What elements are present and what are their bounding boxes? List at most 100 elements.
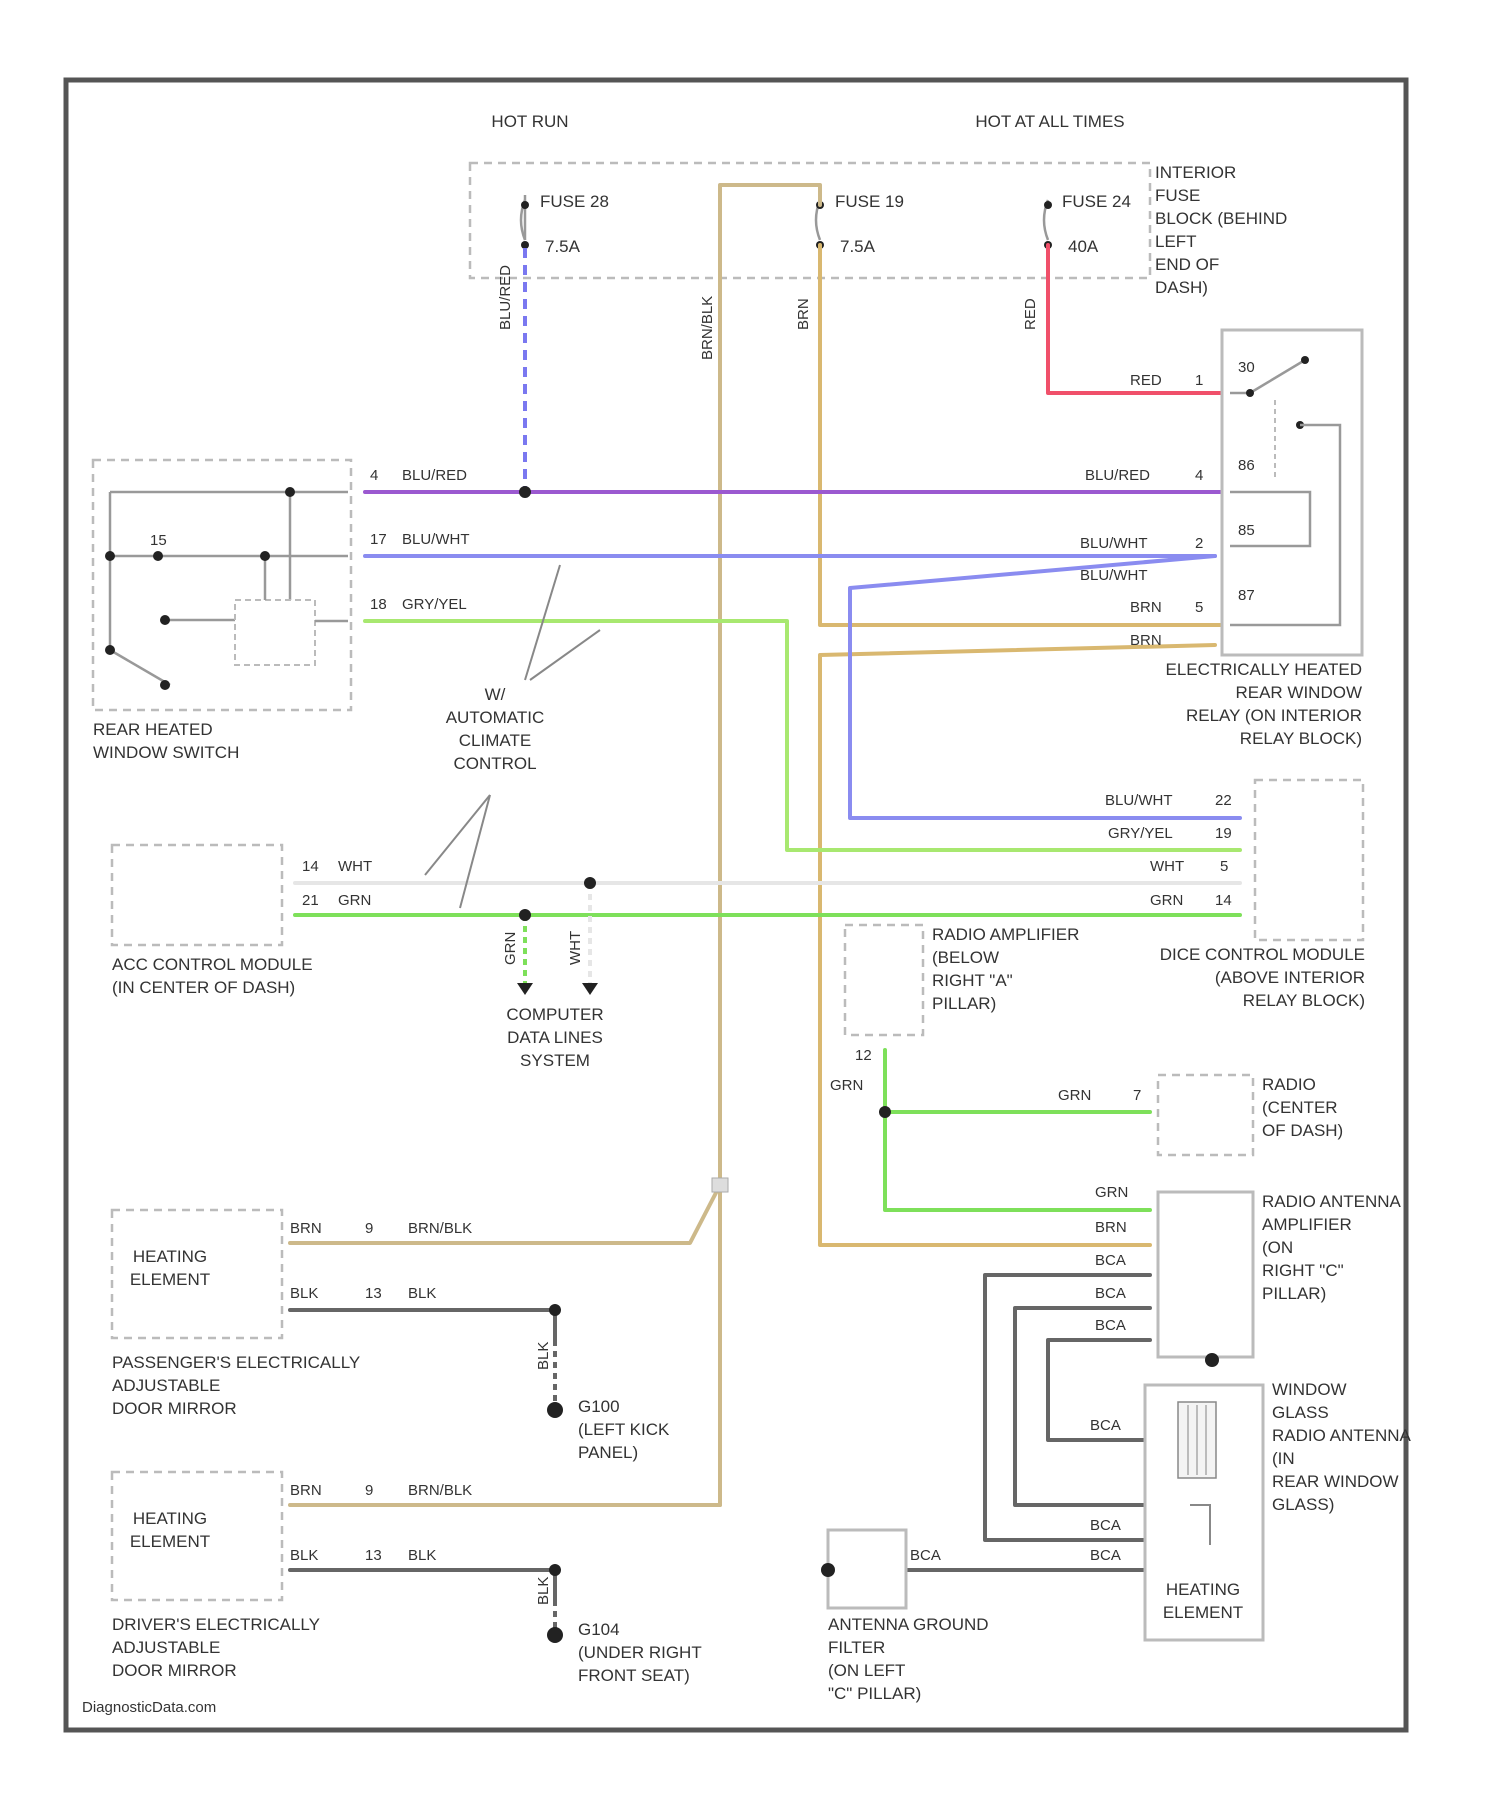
- driver-door-mirror: HEATING ELEMENT DRIVER'S ELECTRICALLY AD…: [112, 1472, 320, 1680]
- bca-label-filter: BCA: [910, 1547, 941, 1564]
- svg-text:RADIO ANTENNA: RADIO ANTENNA: [1272, 1426, 1412, 1445]
- svg-text:PASSENGER'S ELECTRICALLY: PASSENGER'S ELECTRICALLY: [112, 1353, 360, 1372]
- svg-text:RADIO AMPLIFIER: RADIO AMPLIFIER: [932, 925, 1079, 944]
- wire-drv-blk: [290, 1570, 555, 1600]
- svg-text:FUSE 19: FUSE 19: [835, 192, 904, 211]
- hot-at-all-times-label: HOT AT ALL TIMES: [975, 112, 1124, 131]
- window-glass-antenna: WINDOW GLASS RADIO ANTENNA (IN REAR WIND…: [1145, 1380, 1412, 1640]
- acc-control-module: ACC CONTROL MODULE (IN CENTER OF DASH): [112, 845, 313, 997]
- brn-blk-feed-label: BRN/BLK: [699, 296, 716, 360]
- svg-text:WINDOW SWITCH: WINDOW SWITCH: [93, 743, 239, 762]
- svg-text:HEATING: HEATING: [1166, 1580, 1240, 1599]
- bca-label-4: BCA: [1090, 1417, 1121, 1434]
- svg-text:BLOCK (BEHIND: BLOCK (BEHIND: [1155, 209, 1287, 228]
- ground-g100: G100 (LEFT KICK PANEL): [578, 1397, 670, 1462]
- dice-pin-14: 14: [1215, 892, 1232, 909]
- pass-pin-13: 13: [365, 1285, 382, 1302]
- switch-gry-yel-label: GRY/YEL: [402, 596, 467, 613]
- svg-text:INTERIOR: INTERIOR: [1155, 163, 1236, 182]
- bca-label-3: BCA: [1095, 1317, 1126, 1334]
- switch-blu-wht-label: BLU/WHT: [402, 531, 470, 548]
- svg-text:CLIMATE: CLIMATE: [459, 731, 531, 750]
- relay-brn-label-2: BRN: [1130, 632, 1162, 649]
- svg-text:GLASS: GLASS: [1272, 1403, 1329, 1422]
- svg-text:DICE CONTROL MODULE: DICE CONTROL MODULE: [1160, 945, 1365, 964]
- svg-text:30: 30: [1238, 359, 1255, 376]
- switch-pin-18: 18: [370, 596, 387, 613]
- tap-grn-label: GRN: [502, 932, 519, 965]
- pass-brn-label: BRN: [290, 1220, 322, 1237]
- svg-text:ADJUSTABLE: ADJUSTABLE: [112, 1376, 220, 1395]
- drv-brn-label: BRN: [290, 1482, 322, 1499]
- svg-text:HEATING: HEATING: [133, 1247, 207, 1266]
- svg-text:RELAY (ON INTERIOR: RELAY (ON INTERIOR: [1186, 706, 1362, 725]
- svg-text:FILTER: FILTER: [828, 1638, 885, 1657]
- relay-blu-wht-label-2: BLU/WHT: [1080, 567, 1148, 584]
- radio-pin-7: 7: [1133, 1087, 1141, 1104]
- relay-pin-1: 1: [1195, 372, 1203, 389]
- acc-wht-label: WHT: [338, 858, 372, 875]
- wire-brn-antenna-amp: [820, 645, 1215, 1245]
- svg-text:AUTOMATIC: AUTOMATIC: [446, 708, 545, 727]
- svg-text:DRIVER'S ELECTRICALLY: DRIVER'S ELECTRICALLY: [112, 1615, 320, 1634]
- relay-pin-2: 2: [1195, 535, 1203, 552]
- dice-grn-label: GRN: [1150, 892, 1183, 909]
- svg-text:ANTENNA GROUND: ANTENNA GROUND: [828, 1615, 989, 1634]
- svg-text:RIGHT "C": RIGHT "C": [1262, 1261, 1344, 1280]
- switch-pin-4: 4: [370, 467, 378, 484]
- hot-run-label: HOT RUN: [491, 112, 568, 131]
- svg-text:7.5A: 7.5A: [840, 237, 876, 256]
- fuse-19: FUSE 19 7.5A: [816, 192, 904, 256]
- relay-pin-4: 4: [1195, 467, 1203, 484]
- svg-text:G100: G100: [578, 1397, 620, 1416]
- g100-blk-label: BLK: [535, 1342, 552, 1370]
- antenna-ground-filter: ANTENNA GROUND FILTER (ON LEFT "C" PILLA…: [821, 1530, 989, 1703]
- svg-text:RIGHT "A": RIGHT "A": [932, 971, 1013, 990]
- wire-blu-wht-dice: [850, 556, 1240, 818]
- pass-blk-label: BLK: [290, 1285, 318, 1302]
- dice-wht-label: WHT: [1150, 858, 1184, 875]
- drv-blk-label-2: BLK: [408, 1547, 436, 1564]
- fuse-block-label: INTERIOR FUSE BLOCK (BEHIND LEFT END OF …: [1155, 163, 1287, 297]
- svg-text:FUSE: FUSE: [1155, 186, 1200, 205]
- svg-text:PILLAR): PILLAR): [932, 994, 996, 1013]
- svg-text:ADJUSTABLE: ADJUSTABLE: [112, 1638, 220, 1657]
- drv-pin-9: 9: [365, 1482, 373, 1499]
- pass-blk-label-2: BLK: [408, 1285, 436, 1302]
- amp-pin-12: 12: [855, 1047, 872, 1064]
- red-feed-label: RED: [1022, 298, 1039, 330]
- ground-g104: G104 (UNDER RIGHT FRONT SEAT): [578, 1620, 702, 1685]
- wire-brn-blk-main: [720, 185, 820, 1185]
- bca-label-6: BCA: [1090, 1547, 1121, 1564]
- svg-text:(IN CENTER OF DASH): (IN CENTER OF DASH): [112, 978, 295, 997]
- svg-text:FUSE 28: FUSE 28: [540, 192, 609, 211]
- svg-text:SYSTEM: SYSTEM: [520, 1051, 590, 1070]
- svg-text:ELECTRICALLY HEATED: ELECTRICALLY HEATED: [1165, 660, 1362, 679]
- svg-text:AMPLIFIER: AMPLIFIER: [1262, 1215, 1352, 1234]
- radio-antenna-amplifier: RADIO ANTENNA AMPLIFIER (ON RIGHT "C" PI…: [1158, 1192, 1402, 1357]
- wire-pass-blk: [290, 1310, 555, 1340]
- dice-pin-5: 5: [1220, 858, 1228, 875]
- radio: RADIO (CENTER OF DASH): [1158, 1075, 1343, 1155]
- drv-pin-13: 13: [365, 1547, 382, 1564]
- svg-text:(LEFT KICK: (LEFT KICK: [578, 1420, 670, 1439]
- svg-text:7.5A: 7.5A: [545, 237, 581, 256]
- svg-text:15: 15: [150, 532, 167, 549]
- rear-heated-window-switch: 15 REAR HEATED WINDOW SWITCH: [93, 460, 351, 762]
- fuse-28: FUSE 28 7.5A: [521, 192, 609, 256]
- svg-text:WINDOW: WINDOW: [1272, 1380, 1347, 1399]
- bca-label-1: BCA: [1095, 1252, 1126, 1269]
- relay-blu-wht-label: BLU/WHT: [1080, 535, 1148, 552]
- svg-text:FUSE 24: FUSE 24: [1062, 192, 1131, 211]
- dice-pin-22: 22: [1215, 792, 1232, 809]
- relay-brn-label: BRN: [1130, 599, 1162, 616]
- svg-text:RADIO: RADIO: [1262, 1075, 1316, 1094]
- drv-blk-label: BLK: [290, 1547, 318, 1564]
- svg-text:DOOR MIRROR: DOOR MIRROR: [112, 1399, 237, 1418]
- relay-pin-5: 5: [1195, 599, 1203, 616]
- fuse-24: FUSE 24 40A: [1044, 192, 1131, 256]
- svg-text:(CENTER: (CENTER: [1262, 1098, 1338, 1117]
- g104-blk-label: BLK: [535, 1577, 552, 1605]
- dice-control-module: DICE CONTROL MODULE (ABOVE INTERIOR RELA…: [1160, 780, 1365, 1010]
